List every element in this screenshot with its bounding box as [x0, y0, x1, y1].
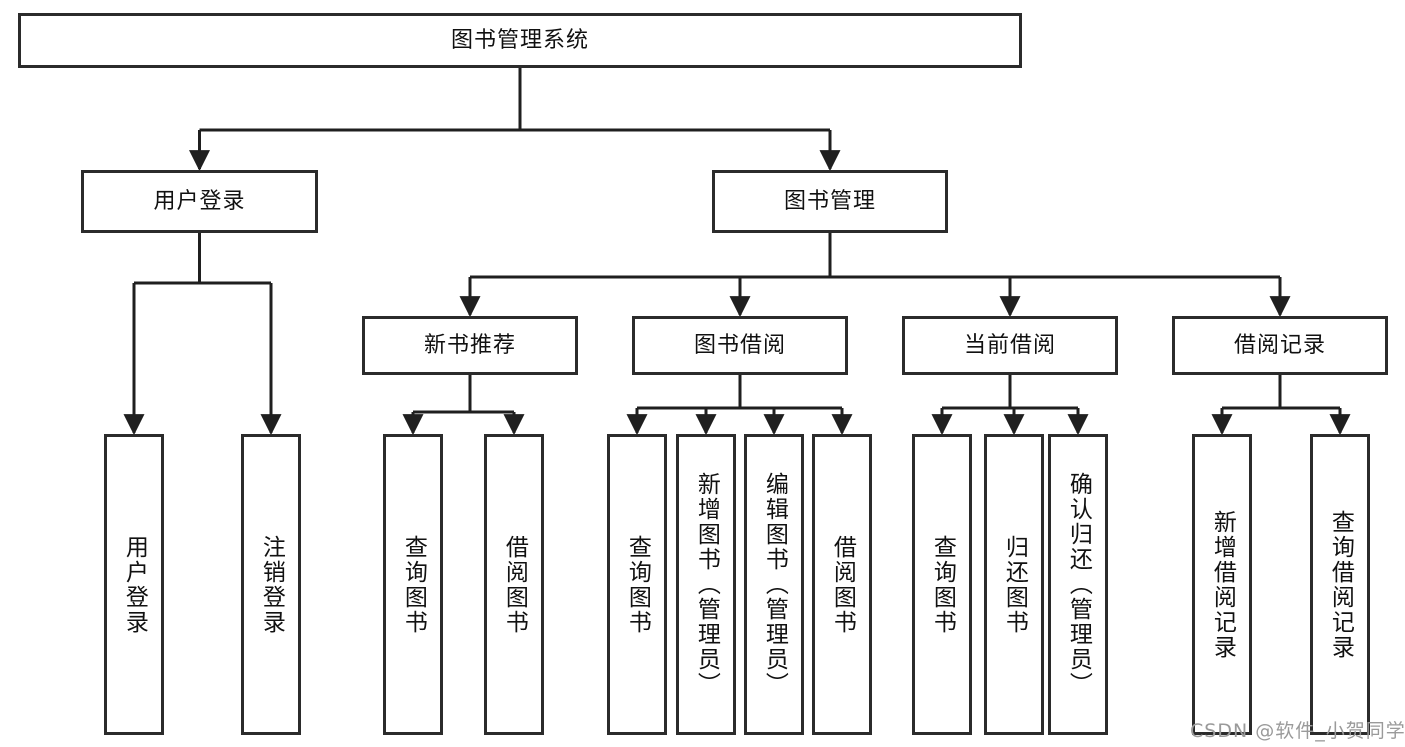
node-leaf-borrow-lend[interactable]: 借阅图书: [812, 434, 872, 735]
node-label: 图书借阅: [693, 332, 786, 358]
node-new-book-rec[interactable]: 新书推荐: [362, 316, 578, 375]
node-label: 新书推荐: [423, 332, 516, 358]
node-leaf-cur-confirm[interactable]: 确认归还（管理员）: [1048, 434, 1108, 735]
node-label: 借阅图书: [829, 534, 856, 635]
node-label: 借阅记录: [1233, 332, 1326, 358]
node-leaf-borrow-edit[interactable]: 编辑图书（管理员）: [744, 434, 804, 735]
node-leaf-borrow-add[interactable]: 新增图书（管理员）: [676, 434, 736, 735]
node-label: 查询图书: [624, 534, 651, 635]
node-current-borrow[interactable]: 当前借阅: [902, 316, 1118, 375]
node-book-manage[interactable]: 图书管理: [712, 170, 948, 233]
node-borrow-record[interactable]: 借阅记录: [1172, 316, 1388, 375]
node-leaf-rec-borrow[interactable]: 借阅图书: [484, 434, 544, 735]
node-leaf-cur-return[interactable]: 归还图书: [984, 434, 1044, 735]
node-label: 归还图书: [1001, 534, 1028, 635]
node-label: 注销登录: [258, 534, 285, 635]
node-leaf-logout[interactable]: 注销登录: [241, 434, 301, 735]
node-label: 编辑图书（管理员）: [761, 472, 788, 697]
node-leaf-rec-search[interactable]: 查询借阅记录: [1310, 434, 1370, 735]
node-label: 查询图书: [929, 534, 956, 635]
node-root[interactable]: 图书管理系统: [18, 13, 1022, 68]
node-book-borrow[interactable]: 图书借阅: [632, 316, 848, 375]
node-leaf-rec-add[interactable]: 新增借阅记录: [1192, 434, 1252, 735]
node-leaf-cur-query[interactable]: 查询图书: [912, 434, 972, 735]
node-user-login[interactable]: 用户登录: [81, 170, 318, 233]
csdn-watermark: CSDN @软件_小贺同学: [1190, 720, 1405, 742]
node-label: 新增图书（管理员）: [693, 472, 720, 697]
node-leaf-user-login[interactable]: 用户登录: [104, 434, 164, 735]
node-label: 用户登录: [153, 188, 246, 214]
node-label: 图书管理: [783, 188, 876, 214]
node-label: 查询图书: [400, 534, 427, 635]
node-label: 查询借阅记录: [1327, 509, 1354, 660]
node-label: 确认归还（管理员）: [1065, 472, 1092, 697]
node-label: 当前借阅: [963, 332, 1056, 358]
node-label: 图书管理系统: [450, 27, 589, 53]
node-leaf-borrow-query[interactable]: 查询图书: [607, 434, 667, 735]
node-label: 新增借阅记录: [1209, 509, 1236, 660]
node-label: 借阅图书: [501, 534, 528, 635]
node-label: 用户登录: [121, 534, 148, 635]
node-leaf-rec-query[interactable]: 查询图书: [383, 434, 443, 735]
